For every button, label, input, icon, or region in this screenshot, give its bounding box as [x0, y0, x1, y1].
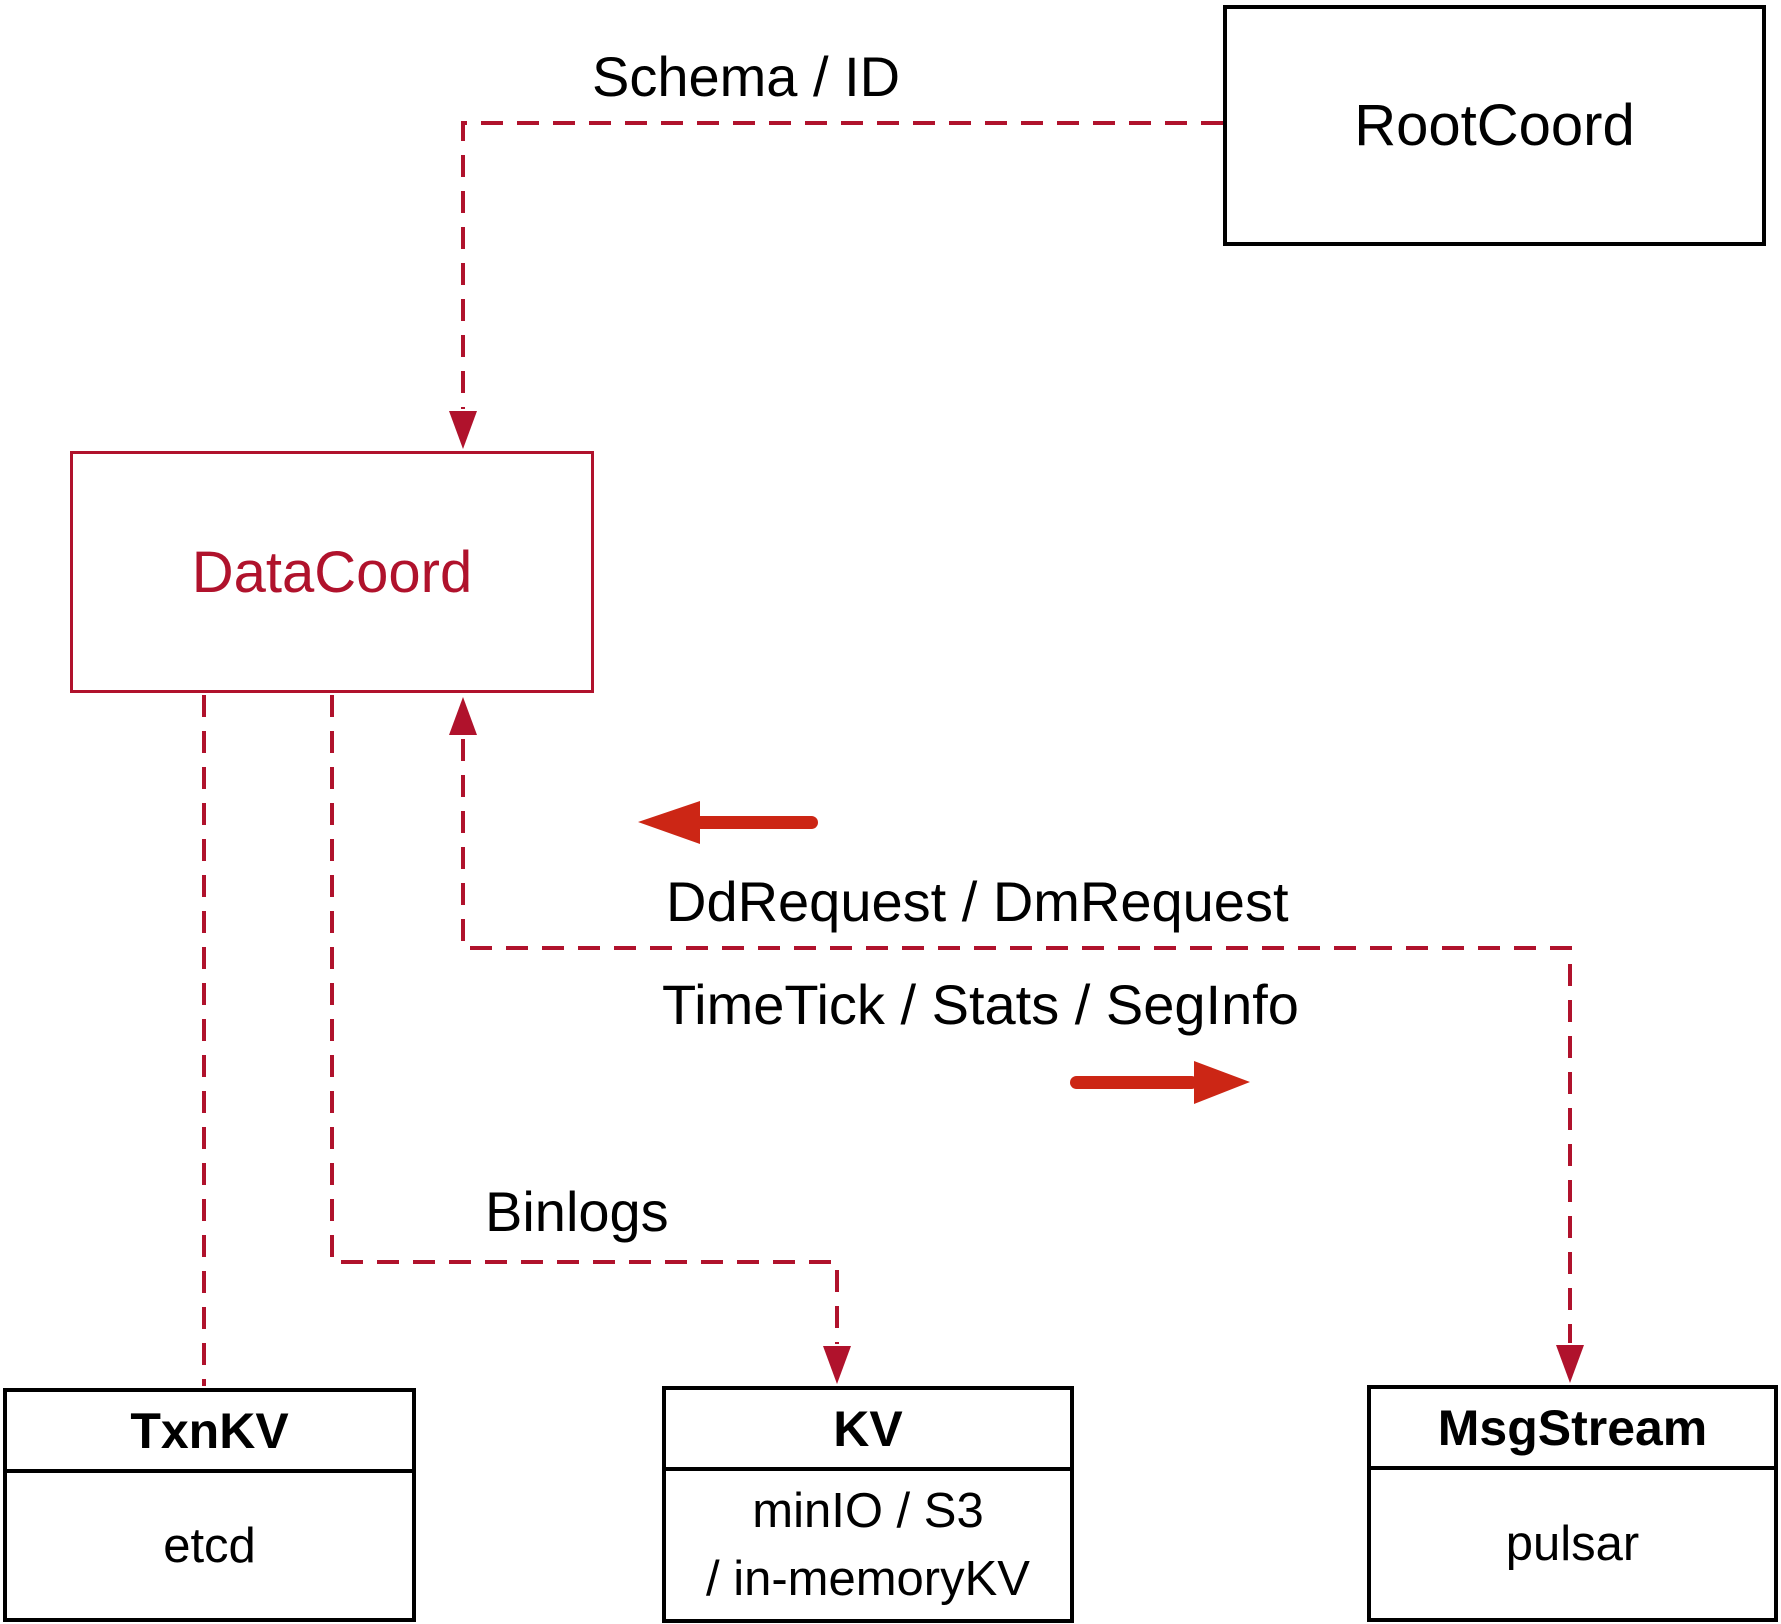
edge-label-binlogs: Binlogs	[485, 1180, 669, 1243]
edge-schema-id-path	[461, 121, 1223, 409]
rootcoord-label: RootCoord	[1354, 93, 1635, 158]
arrowhead-down-msgstream-icon	[1556, 1345, 1584, 1383]
arrow-right-icon	[1070, 1061, 1250, 1104]
datacoord-label: DataCoord	[191, 539, 473, 605]
kv-header: KV	[666, 1390, 1070, 1471]
edge-label-ddrequest: DdRequest / DmRequest	[666, 870, 1289, 933]
arrowhead-up-datacoord-icon	[449, 697, 477, 735]
node-datacoord: DataCoord	[70, 451, 594, 693]
txnkv-header: TxnKV	[7, 1392, 412, 1473]
edge-label-timetick: TimeTick / Stats / SegInfo	[662, 973, 1299, 1036]
edge-label-schema-id: Schema / ID	[592, 45, 901, 108]
arrowhead-down-datacoord-icon	[449, 411, 477, 449]
txnkv-content: etcd	[163, 1518, 256, 1573]
msgstream-content: pulsar	[1505, 1517, 1640, 1571]
arrowhead-down-kv-icon	[823, 1346, 851, 1384]
arrow-left-icon	[638, 801, 818, 844]
kv-content-line2: / in-memoryKV	[705, 1552, 1030, 1606]
node-txnkv: TxnKV etcd	[3, 1388, 416, 1622]
edge-ddrequest-timetick-path	[461, 739, 1572, 1343]
node-msgstream: MsgStream pulsar	[1367, 1385, 1778, 1622]
edge-ddrequest-timetick	[449, 697, 1584, 1383]
edge-schema-id	[449, 121, 1223, 449]
kv-content: minIO / S3 / in-memoryKV	[666, 1471, 1070, 1619]
msgstream-header: MsgStream	[1371, 1389, 1774, 1470]
node-rootcoord: RootCoord	[1223, 5, 1766, 246]
edge-binlogs	[330, 695, 851, 1384]
node-kv: KV minIO / S3 / in-memoryKV	[662, 1386, 1074, 1623]
kv-content-line1: minIO / S3	[752, 1484, 984, 1538]
